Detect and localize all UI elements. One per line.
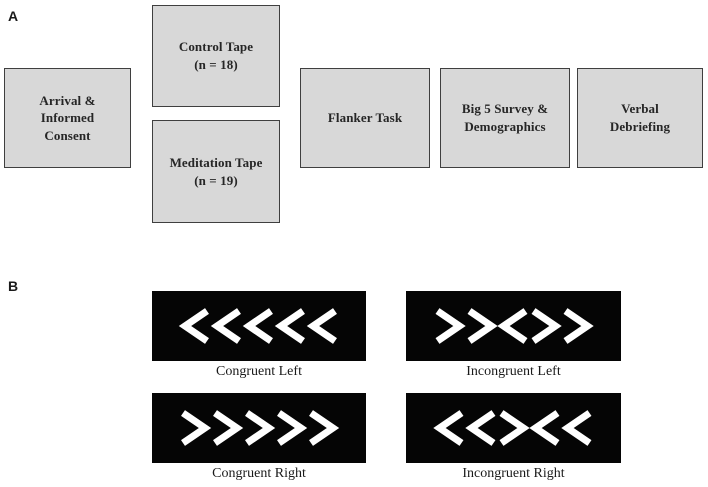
flow-box-control-text: Control Tape (n = 18) bbox=[178, 39, 254, 72]
stimulus-caption-incongruent-left: Incongruent Left bbox=[466, 364, 561, 379]
flow-box-arrival-informed-consent: Arrival & Informed Consent bbox=[4, 68, 131, 168]
flanker-arrows-incongruent-left bbox=[406, 291, 621, 361]
flanker-arrows-incongruent-right bbox=[406, 393, 621, 463]
flow-box-flanker-text: Flanker Task bbox=[327, 110, 403, 126]
flow-box-meditation-tape: Meditation Tape (n = 19) bbox=[152, 120, 280, 223]
flow-box-control-tape: Control Tape (n = 18) bbox=[152, 5, 280, 107]
flow-box-big5-text: Big 5 Survey & Demographics bbox=[461, 101, 549, 134]
stimulus-caption-congruent-right: Congruent Right bbox=[212, 466, 306, 481]
stimulus-congruent-left: Congruent Left bbox=[152, 291, 366, 380]
stimulus-incongruent-right: Incongruent Right bbox=[406, 393, 621, 482]
panel-b-label: B bbox=[8, 278, 19, 294]
stimulus-caption-incongruent-right: Incongruent Right bbox=[462, 466, 565, 481]
stimulus-incongruent-left: Incongruent Left bbox=[406, 291, 621, 380]
stimulus-congruent-right: Congruent Right bbox=[152, 393, 366, 482]
flow-box-big5-survey-demographics: Big 5 Survey & Demographics bbox=[440, 68, 570, 168]
stimulus-caption-congruent-left: Congruent Left bbox=[216, 364, 302, 379]
panel-a-label: A bbox=[8, 8, 19, 24]
flow-box-arrival-text: Arrival & Informed Consent bbox=[39, 92, 96, 143]
flow-box-verbal-debriefing: Verbal Debriefing bbox=[577, 68, 703, 168]
flow-box-meditation-text: Meditation Tape (n = 19) bbox=[169, 154, 263, 188]
flow-box-verbal-text: Verbal Debriefing bbox=[609, 101, 671, 134]
flanker-arrows-congruent-left bbox=[152, 291, 366, 361]
flanker-arrows-congruent-right bbox=[152, 393, 366, 463]
flow-box-flanker-task: Flanker Task bbox=[300, 68, 430, 168]
